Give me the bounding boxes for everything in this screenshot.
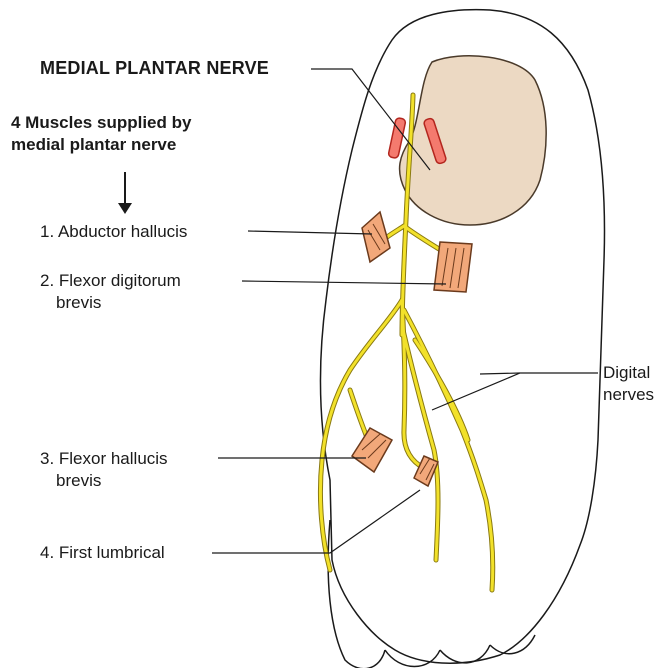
muscle-label-line: 1. Abductor hallucis: [40, 221, 187, 243]
muscle-label-line: 2. Flexor digitorum: [40, 270, 181, 292]
title-label: MEDIAL PLANTAR NERVE: [40, 58, 269, 79]
heading-line-1: 4 Muscles supplied by: [11, 112, 191, 134]
muscle-label-line: 3. Flexor hallucis: [40, 448, 168, 470]
digital-nerves-label: Digital nerves: [603, 362, 654, 406]
muscle-label-line: 4. First lumbrical: [40, 542, 165, 564]
muscle-label-flexor-hallucis-brevis: 3. Flexor hallucis brevis: [40, 448, 168, 492]
muscle-label-flexor-digitorum-brevis: 2. Flexor digitorum brevis: [40, 270, 181, 314]
heading-line-2: medial plantar nerve: [11, 134, 191, 156]
digital-nerves-line-1: Digital: [603, 362, 654, 384]
muscle-label-first-lumbrical: 4. First lumbrical: [40, 542, 165, 564]
digital-nerves-line-2: nerves: [603, 384, 654, 406]
muscle-label-line: brevis: [40, 292, 181, 314]
muscle-label-line: brevis: [40, 470, 168, 492]
down-arrow: [118, 172, 132, 214]
muscle-label-abductor-hallucis: 1. Abductor hallucis: [40, 221, 187, 243]
heading-label: 4 Muscles supplied by medial plantar ner…: [11, 112, 191, 156]
